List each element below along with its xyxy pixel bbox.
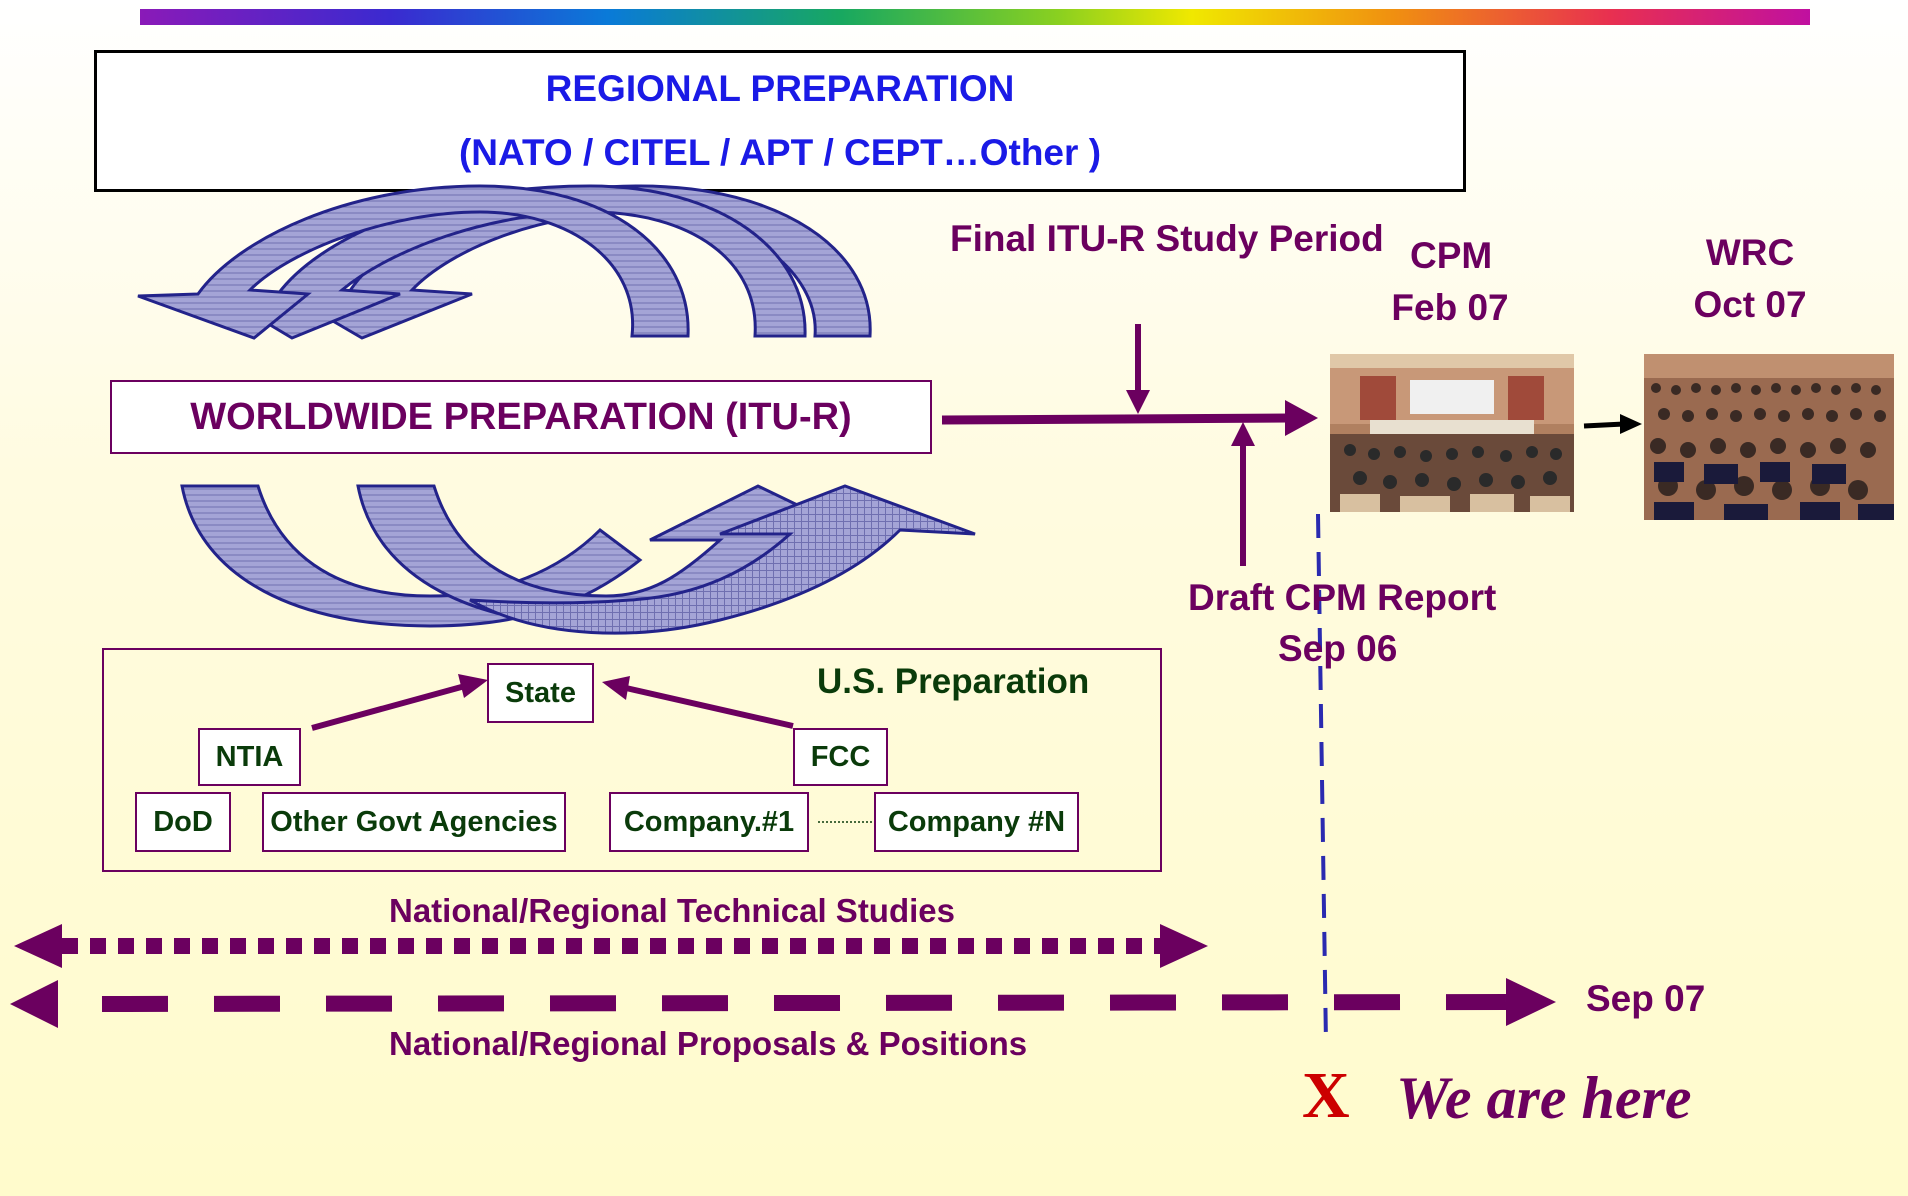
other-agencies-label: Other Govt Agencies: [270, 805, 558, 838]
company1-label: Company.#1: [623, 805, 795, 838]
dod-label: DoD: [153, 805, 213, 838]
dod-box: DoD: [135, 792, 231, 852]
regional-preparation-box: REGIONAL PREPARATION (NATO / CITEL / APT…: [94, 50, 1466, 192]
proposals-arrow: [10, 978, 1556, 1028]
regional-title: REGIONAL PREPARATION: [545, 68, 1015, 109]
technical-studies-arrow: [14, 924, 1208, 968]
wrc-meeting-photo: [1644, 354, 1894, 520]
x-marker: X: [1302, 1059, 1350, 1132]
draft-cpm-report-label: Draft CPM Report: [1188, 577, 1497, 618]
ntia-box: NTIA: [198, 728, 301, 786]
now-dashed-line: [1316, 513, 1328, 1045]
rainbow-bar: [140, 9, 1810, 25]
lower-arrow-right: [469, 484, 976, 635]
other-agencies-box: Other Govt Agencies: [262, 792, 566, 852]
ntia-label: NTIA: [215, 740, 284, 773]
cpm-title: CPM: [1410, 235, 1493, 276]
technical-studies-label: National/Regional Technical Studies: [389, 892, 955, 929]
fcc-to-state-arrow: [602, 676, 794, 729]
final-study-period-label: Final ITU-R Study Period: [950, 218, 1384, 259]
sep07-label: Sep 07: [1586, 978, 1706, 1019]
upper-curved-arrows: [137, 184, 872, 340]
us-preparation-title: U.S. Preparation: [817, 662, 1090, 701]
worldwide-preparation-box: WORLDWIDE PREPARATION (ITU-R): [110, 380, 932, 454]
we-are-here-label: We are here: [1396, 1065, 1692, 1131]
study-period-arrow: [1126, 324, 1150, 414]
state-box: State: [487, 663, 594, 723]
fcc-label: FCC: [810, 740, 871, 773]
cpm-to-wrc-arrow: [1583, 414, 1642, 434]
main-timeline-arrow: [941, 400, 1318, 436]
companyN-label: Company #N: [887, 805, 1066, 838]
cpm-meeting-photo: [1330, 354, 1574, 512]
fcc-box: FCC: [793, 728, 888, 786]
wrc-date: Oct 07: [1693, 284, 1807, 325]
companyN-box: Company #N: [874, 792, 1079, 852]
us-preparation-box: [102, 648, 1162, 872]
draft-report-arrow: [1231, 422, 1255, 566]
wrc-title: WRC: [1705, 232, 1795, 273]
upper-arrow-left: [137, 184, 690, 340]
lower-curved-arrows: [180, 484, 976, 635]
draft-cpm-report-date: Sep 06: [1278, 628, 1398, 669]
regional-subtitle: (NATO / CITEL / APT / CEPT…Other ): [458, 132, 1102, 173]
worldwide-label: WORLDWIDE PREPARATION (ITU-R): [190, 395, 852, 438]
ntia-to-state-arrow: [311, 674, 488, 731]
company1-box: Company.#1: [609, 792, 809, 852]
state-label: State: [505, 676, 576, 709]
proposals-label: National/Regional Proposals & Positions: [389, 1025, 1028, 1062]
cpm-date: Feb 07: [1391, 287, 1509, 328]
